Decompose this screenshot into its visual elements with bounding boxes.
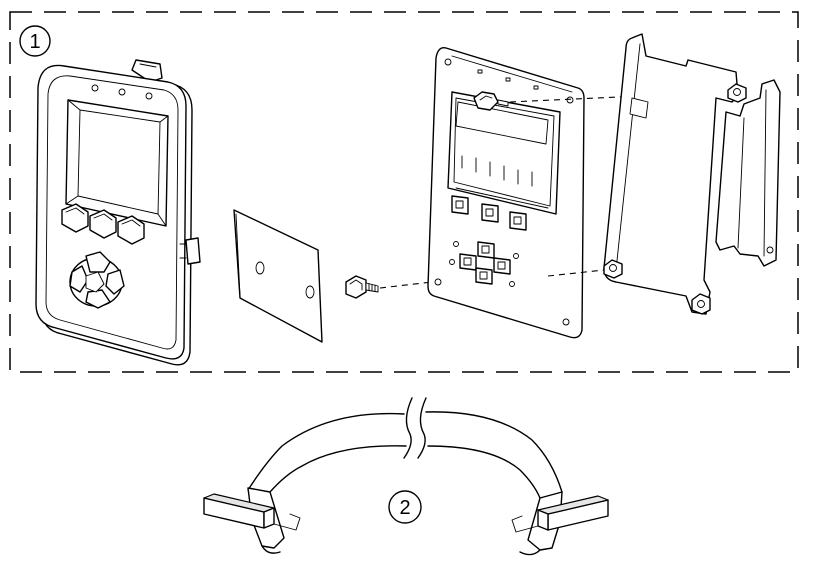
callout-2: 2 <box>388 490 422 524</box>
ribbon-cable <box>203 397 609 556</box>
gasket <box>233 209 323 343</box>
callout-1: 1 <box>19 25 51 57</box>
front-bezel <box>35 59 201 366</box>
assembly-line-lower <box>547 269 605 277</box>
callout-1-label: 1 <box>29 31 40 53</box>
mounting-screw <box>345 275 379 299</box>
callout-2-label: 2 <box>399 497 410 519</box>
assembly-group-dashed-frame <box>9 11 799 373</box>
circuit-board <box>427 47 585 339</box>
mounting-bracket <box>603 33 781 315</box>
assembly-line-screw <box>379 281 433 289</box>
